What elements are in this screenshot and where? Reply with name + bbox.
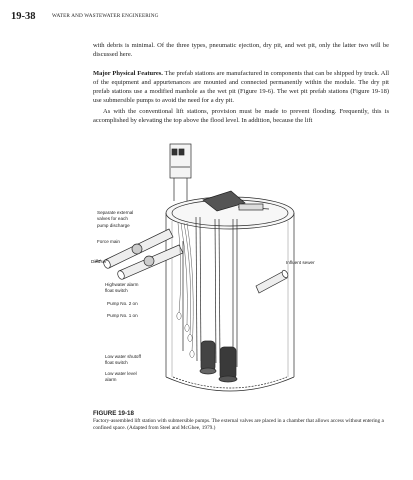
callout-pump1-on: Pump No. 1 on: [107, 313, 138, 318]
guide-rails: [182, 216, 238, 367]
callout-highwater-alarm: Highwater alarm float switch: [105, 282, 138, 295]
callout-line: Separate external: [97, 210, 134, 215]
control-panel: [169, 143, 192, 201]
body-paragraph-3: As with the conventional lift stations, …: [93, 108, 389, 124]
section-text: The prefab stations are manufactured in …: [93, 70, 390, 104]
influent-pipe: [255, 269, 289, 294]
callout-line: Low water level: [105, 371, 137, 376]
callout-line: float switch: [105, 360, 128, 366]
callout-low-water-alarm: Low water level alarm: [105, 371, 137, 384]
body-paragraph-2: Major Physical Features. The prefab stat…: [93, 69, 389, 105]
submersible-pumps: [199, 340, 238, 383]
callout-pump2-on: Pump No. 2 on: [107, 301, 138, 306]
section-heading: Major Physical Features.: [93, 70, 163, 77]
callout-line: alarm: [105, 377, 117, 383]
callout-diffuser: Diffuser: [91, 259, 107, 264]
callout-line: pump discharge: [97, 222, 130, 228]
body-paragraph-1: with debris is minimal. Of the three typ…: [93, 42, 389, 58]
page-number: 19-38: [11, 11, 36, 22]
wet-well-shell: [165, 213, 295, 392]
figure-caption: Factory-assembled lift station with subm…: [93, 418, 384, 432]
callout-influent-sewer: Influent sewer: [286, 260, 315, 265]
lift-station-figure: Separate external valves for each pump d…: [91, 141, 389, 409]
callout-separate-valves: Separate external valves for each pump d…: [97, 210, 133, 229]
station-top: [165, 190, 295, 230]
callout-line: Highwater alarm: [105, 282, 139, 287]
callout-low-water-shutoff: Low water shutoff float switch: [105, 354, 141, 367]
float-cables: [176, 222, 195, 358]
callout-line: Low water shutoff: [105, 354, 141, 359]
page-header: 19-38 WATER AND WASTEWATER ENGINEERING: [11, 11, 401, 23]
callout-line: float switch: [105, 288, 128, 294]
running-head: WATER AND WASTEWATER ENGINEERING: [52, 13, 159, 19]
discharge-piping: [94, 228, 184, 280]
callout-line: valves for each: [97, 216, 128, 222]
figure-label: FIGURE 19-18: [93, 410, 134, 417]
lift-station-illustration: [94, 143, 295, 392]
callout-force-main: Force main: [97, 239, 120, 244]
